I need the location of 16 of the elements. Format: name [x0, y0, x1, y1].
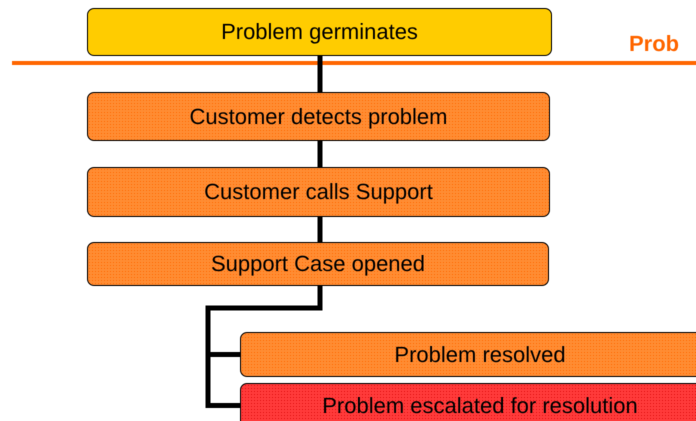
- escalation-box: [240, 383, 696, 421]
- connector-line: [318, 56, 322, 92]
- process-box: [87, 242, 549, 286]
- box-label: Customer calls Support: [204, 179, 433, 205]
- process-box: [87, 92, 550, 141]
- box-label: Problem resolved: [394, 342, 566, 368]
- box-label: Customer detects problem: [190, 104, 448, 130]
- start-box: [87, 8, 552, 56]
- box-label: Problem germinates: [221, 19, 418, 45]
- box-label: Problem escalated for resolution: [322, 392, 638, 418]
- process-box: [87, 167, 550, 217]
- connector-line: [318, 217, 322, 242]
- process-box: [240, 332, 696, 377]
- connector-line: [318, 141, 322, 167]
- box-label: Support Case opened: [210, 251, 426, 277]
- heading-text: Prob: [629, 31, 680, 57]
